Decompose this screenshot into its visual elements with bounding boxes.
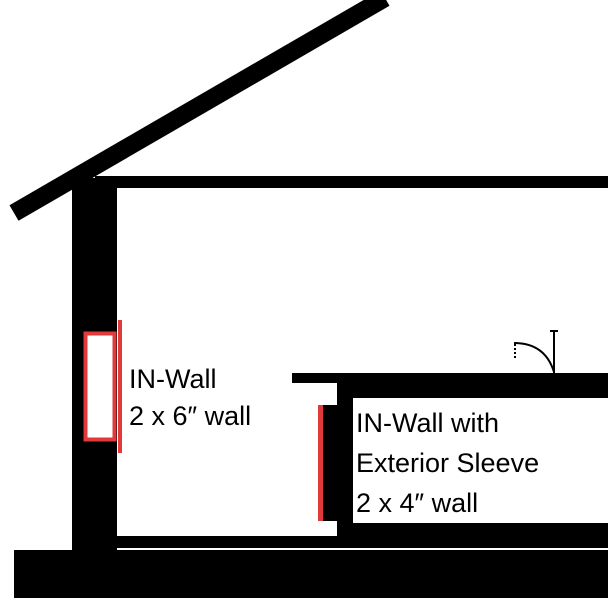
in-wall-label-line1: IN-Wall [129, 364, 217, 394]
sleeve-label-line3: 2 x 4″ wall [356, 488, 478, 518]
roof-line [9, 0, 390, 221]
lower-roof-ledge [292, 373, 342, 383]
sleeve-speaker-flange [318, 405, 323, 521]
foundation-slab [14, 550, 608, 598]
ceiling [95, 176, 608, 188]
addition-interior [353, 398, 608, 523]
roof-vent-icon [513, 330, 558, 373]
in-wall-label-line2: 2 x 6″ wall [129, 401, 251, 431]
in-wall-speaker [83, 331, 117, 442]
sleeve-label-line1: IN-Wall with [356, 408, 499, 438]
sleeve-label-line2: Exterior Sleeve [356, 448, 539, 478]
in-wall-speaker-flange [118, 320, 122, 453]
sleeve-speaker-backing [322, 405, 337, 521]
